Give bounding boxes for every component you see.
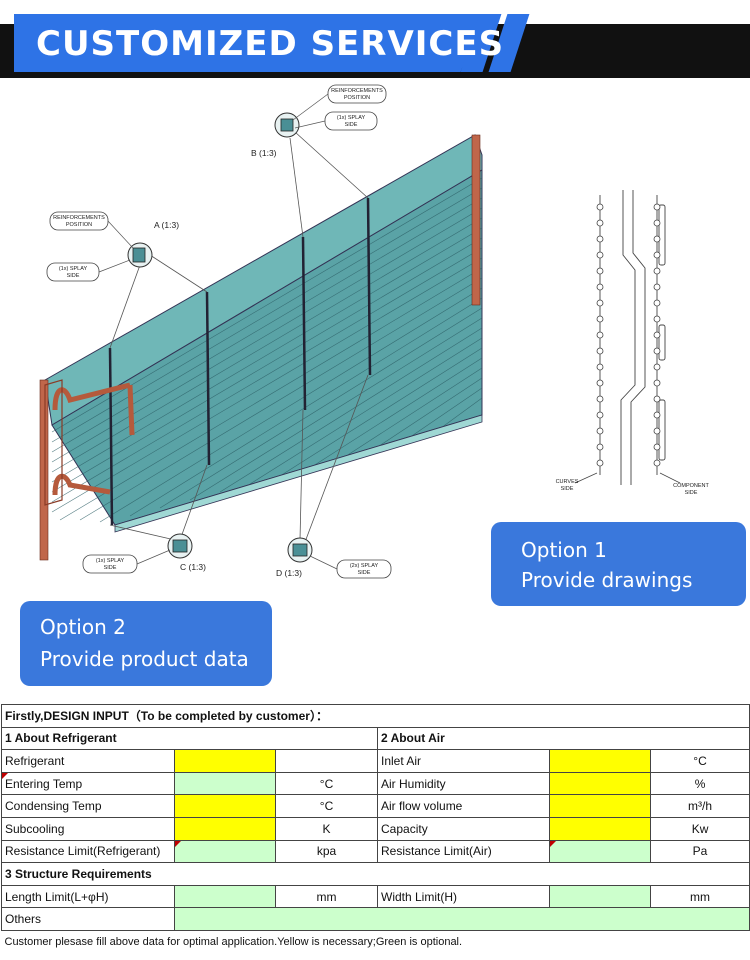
splay-label: SIDE: [358, 570, 371, 576]
others-input[interactable]: [173, 907, 750, 931]
field-label: Air Humidity: [377, 771, 550, 796]
reinforcements-label: POSITION: [66, 222, 92, 228]
design-input-table: Firstly,DESIGN INPUT（To be completed by …: [0, 704, 750, 952]
table-row: Subcooling K Capacity Kw: [1, 816, 750, 841]
unit-label: °C: [275, 771, 378, 796]
splay-label: (1x) SPLAY: [59, 266, 88, 272]
unit-label: °C: [275, 794, 378, 818]
curves-side-label: SIDE: [561, 486, 574, 492]
table-row: 1 About Refrigerant 2 About Air: [1, 726, 750, 751]
air-flow-volume-input[interactable]: [549, 794, 651, 818]
reinforcements-label: REINFORCEMENTS: [53, 215, 105, 221]
table-row: Length Limit(L+φH) mm Width Limit(H) mm: [1, 884, 750, 909]
component-side-label: SIDE: [685, 490, 698, 496]
unit-label: kpa: [275, 839, 378, 864]
splay-label: (1x) SPLAY: [337, 115, 366, 121]
field-label: Entering Temp: [1, 771, 175, 796]
table-row: Resistance Limit(Refrigerant) kpa Resist…: [1, 839, 750, 864]
table-row: Entering Temp °C Air Humidity %: [1, 771, 750, 796]
table-row: Customer plesase fill above data for opt…: [2, 930, 750, 952]
field-label: Air flow volume: [377, 794, 550, 818]
component-side-label: COMPONENT: [673, 483, 709, 489]
inlet-air-input[interactable]: [549, 749, 651, 773]
resistance-limit-refrigerant-input[interactable]: [174, 839, 276, 864]
unit-label: mm: [649, 884, 750, 909]
splay-label: (1x) SPLAY: [96, 558, 125, 564]
field-label: Condensing Temp: [1, 794, 175, 818]
subcooling-input[interactable]: [174, 816, 276, 841]
entering-temp-input[interactable]: [174, 771, 276, 796]
section-air-heading: 2 About Air: [376, 726, 750, 751]
field-label: Inlet Air: [377, 749, 550, 773]
field-label: Refrigerant: [1, 749, 175, 773]
splay-label: SIDE: [345, 122, 358, 128]
unit-label: %: [649, 771, 750, 796]
detail-a-label: A (1:3): [154, 220, 179, 230]
unit-label: m³/h: [649, 794, 750, 818]
table-row: Firstly,DESIGN INPUT（To be completed by …: [0, 704, 750, 728]
detail-b-label: B (1:3): [251, 148, 277, 158]
splay-label: (2x) SPLAY: [350, 563, 379, 569]
curves-side-label: CURVES: [556, 479, 579, 485]
unit-label: Pa: [649, 839, 750, 864]
splay-label: SIDE: [67, 273, 80, 279]
field-label: Subcooling: [1, 816, 175, 841]
option-1-title: Option 1: [521, 538, 607, 562]
unit-label: mm: [275, 884, 378, 909]
option-1-card: Option 1 Provide drawings: [491, 522, 746, 606]
capacity-input[interactable]: [549, 816, 651, 841]
reinforcements-label: REINFORCEMENTS: [331, 88, 383, 94]
resistance-limit-air-input[interactable]: [549, 839, 651, 864]
field-label: Capacity: [377, 816, 550, 841]
field-label: Length Limit(L+φH): [1, 884, 175, 909]
page-title: CUSTOMIZED SERVICES: [36, 24, 505, 64]
header-banner: CUSTOMIZED SERVICES: [0, 0, 750, 78]
section-refrigerant-heading: 1 About Refrigerant: [1, 726, 378, 751]
option-2-card: Option 2 Provide product data: [20, 601, 272, 686]
field-label: Width Limit(H): [377, 884, 550, 909]
field-label: Resistance Limit(Air): [377, 839, 550, 864]
unit-label: [275, 749, 378, 773]
length-limit-input[interactable]: [174, 884, 276, 909]
refrigerant-input[interactable]: [174, 749, 276, 773]
detail-d-label: D (1:3): [276, 568, 302, 578]
option-2-text: Provide product data: [40, 647, 249, 671]
table-row: Condensing Temp °C Air flow volume m³/h: [1, 794, 750, 818]
side-profile-drawing: CURVES SIDE COMPONENT SIDE: [556, 190, 710, 496]
banner-blue-panel: [14, 14, 484, 72]
condensing-temp-input[interactable]: [174, 794, 276, 818]
table-row: Others: [1, 907, 750, 931]
table-row: 3 Structure Requirements: [0, 862, 750, 886]
field-label: Others: [1, 907, 175, 931]
table-title: Firstly,DESIGN INPUT（To be completed by …: [0, 704, 750, 728]
option-1-text: Provide drawings: [521, 568, 693, 592]
coil-drawing: REINFORCEMENTS POSITION (1x) SPLAY SIDE …: [39, 84, 483, 579]
table-note: Customer plesase fill above data for opt…: [4, 935, 463, 948]
unit-label: °C: [649, 749, 750, 773]
reinforcements-label: POSITION: [344, 95, 370, 101]
unit-label: Kw: [649, 816, 750, 841]
unit-label: K: [275, 816, 378, 841]
table-row: Refrigerant Inlet Air °C: [1, 749, 750, 773]
detail-c-label: C (1:3): [180, 562, 206, 572]
field-label: Resistance Limit(Refrigerant): [1, 839, 175, 864]
width-limit-input[interactable]: [549, 884, 651, 909]
air-humidity-input[interactable]: [549, 771, 651, 796]
option-2-title: Option 2: [40, 615, 126, 639]
section-structure-heading: 3 Structure Requirements: [0, 862, 750, 886]
splay-label: SIDE: [104, 565, 117, 571]
